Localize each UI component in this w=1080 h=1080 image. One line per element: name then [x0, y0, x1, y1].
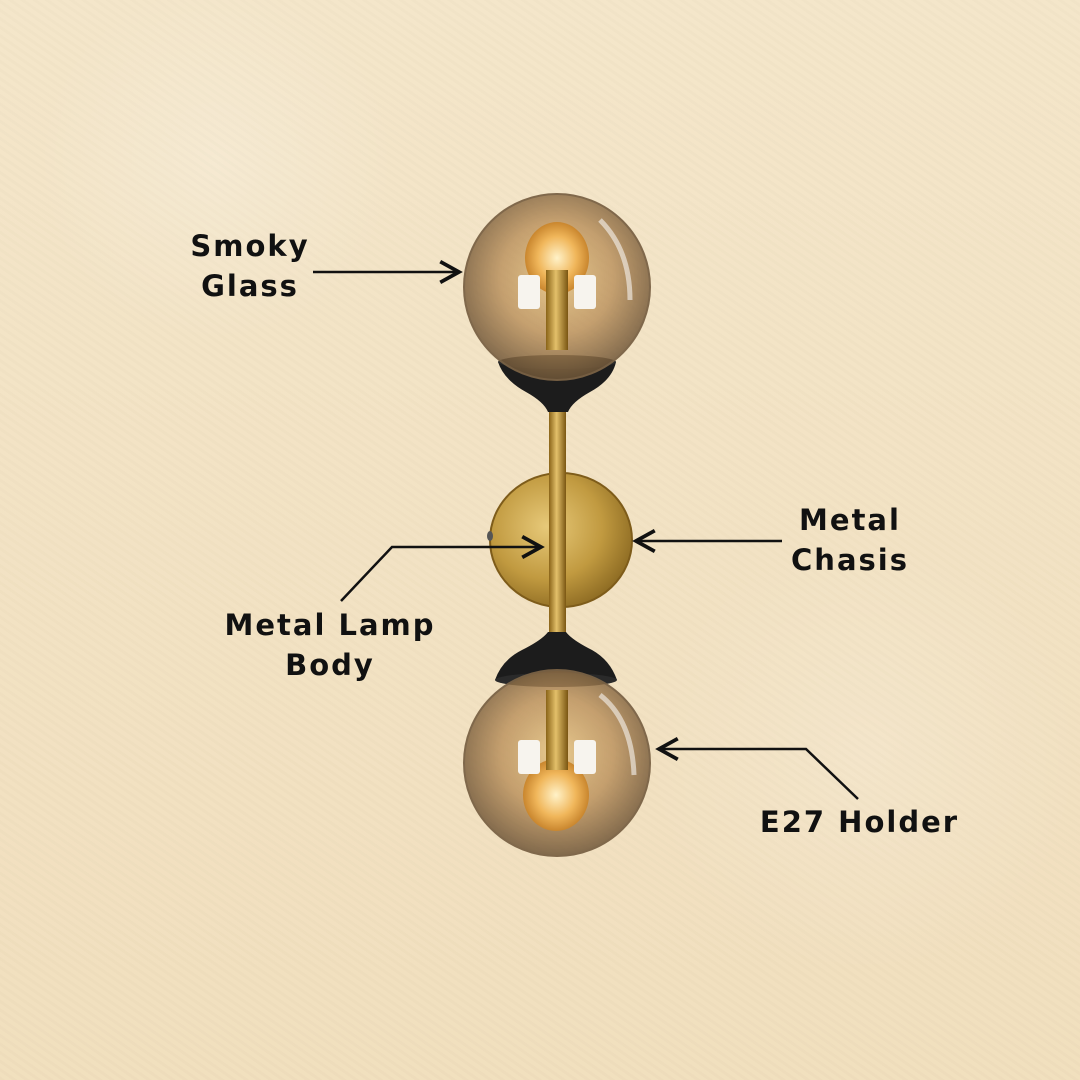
e27-holder-arrow — [655, 736, 859, 800]
metal-lamp-body-rod — [549, 405, 566, 640]
smoky-glass-label-line1: Smoky — [190, 229, 310, 263]
metal-lamp-body-label-line1: Metal Lamp — [224, 608, 436, 642]
e27-holder-label-line1: E27 Holder — [759, 805, 960, 839]
smoky-glass-label-line2: Glass — [201, 269, 299, 303]
bottom-smoky-glass-globe — [463, 669, 651, 857]
metal-lamp-body-arrow — [340, 534, 545, 602]
metal-lamp-body-label: Metal Lamp Body — [215, 605, 445, 685]
metal-chasis-label: Metal Chasis — [780, 500, 920, 580]
top-smoky-glass-globe — [463, 193, 651, 381]
metal-chasis-label-line2: Chasis — [791, 543, 909, 577]
metal-lamp-body-label-line2: Body — [285, 648, 375, 682]
metal-chasis-label-line1: Metal — [799, 503, 901, 537]
smoky-glass-label: Smoky Glass — [180, 226, 320, 306]
e27-holder-label: E27 Holder — [752, 802, 967, 842]
